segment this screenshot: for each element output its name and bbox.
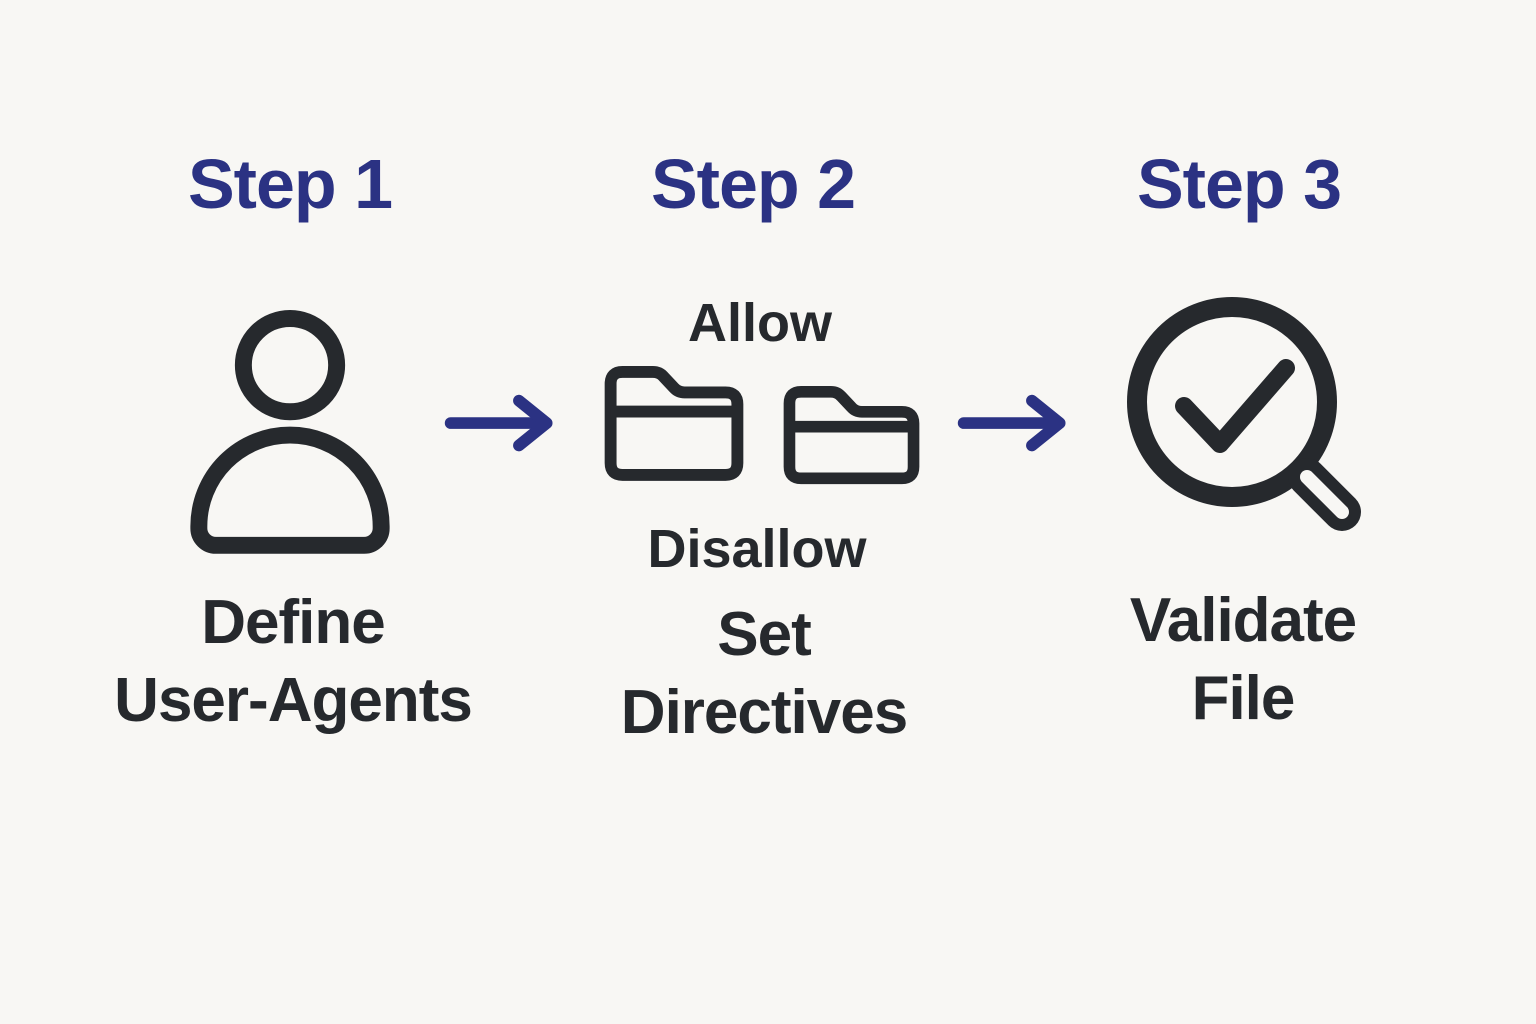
arrow-right-icon — [953, 390, 1081, 456]
step-1-label: Define User-Agents — [114, 584, 473, 740]
step-3-label: Validate File — [1129, 582, 1357, 738]
step-1-label-line2: User-Agents — [114, 666, 473, 735]
step-2-title: Step 2 — [650, 145, 856, 223]
magnifier-check-icon — [1126, 296, 1374, 548]
step-2-label-line2: Directives — [620, 678, 908, 747]
step-3-label-line1: Validate — [1129, 586, 1357, 655]
step-3-label-line2: File — [1191, 664, 1296, 733]
folder-allow-icon — [604, 364, 744, 486]
step-1-label-line1: Define — [201, 588, 385, 657]
step-2-label-line1: Set — [717, 600, 811, 669]
step-3-title: Step 3 — [1136, 145, 1342, 223]
allow-annotation: Allow — [688, 293, 832, 353]
arrow-right-icon — [440, 390, 568, 456]
disallow-annotation: Disallow — [647, 519, 867, 579]
user-icon — [184, 310, 396, 556]
step-1-title: Step 1 — [187, 145, 393, 223]
folder-disallow-icon — [783, 384, 920, 489]
step-2-label: Set Directives — [620, 596, 908, 752]
